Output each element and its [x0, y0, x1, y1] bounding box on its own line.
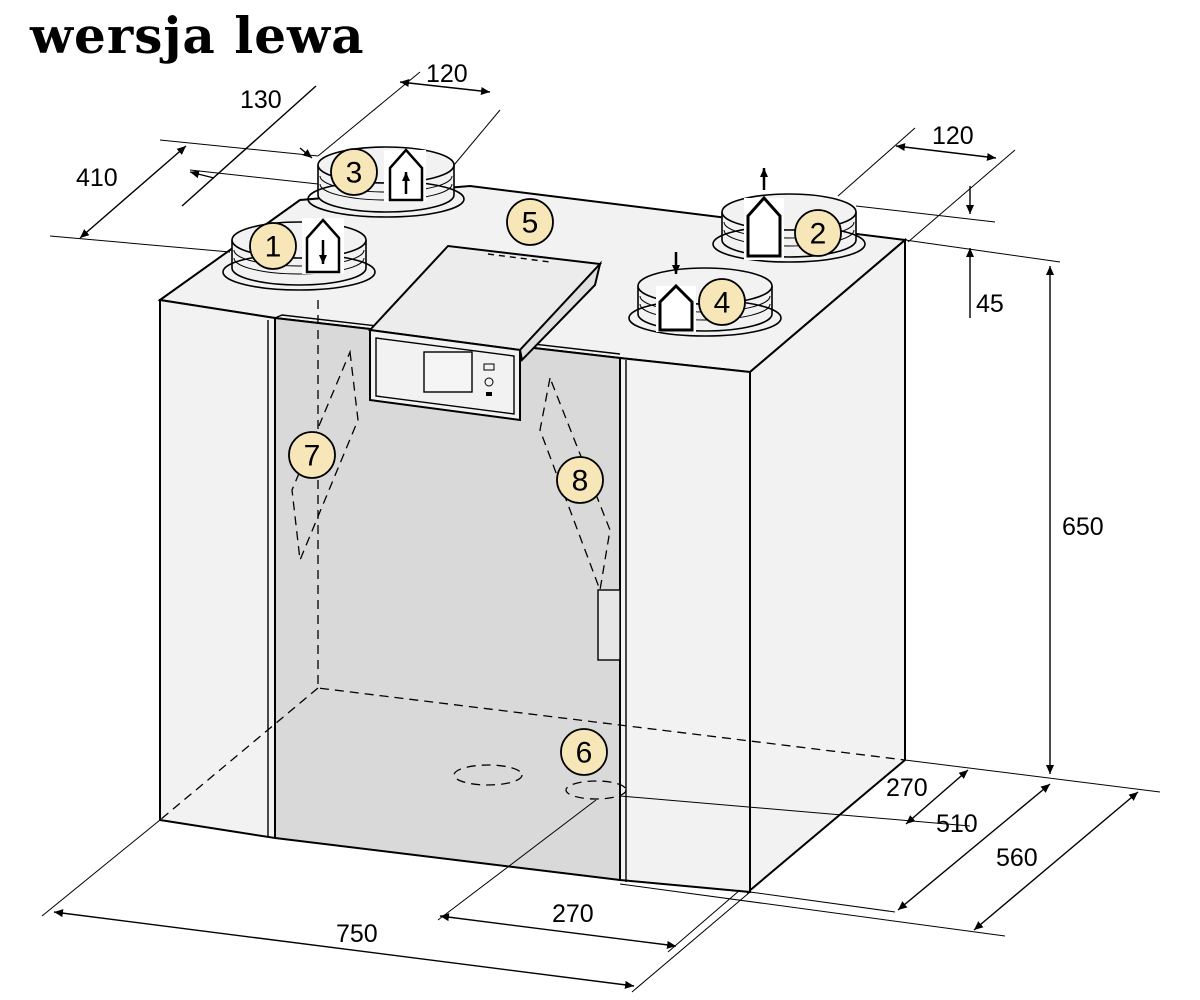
dim-650: 650 [1062, 513, 1104, 541]
badge-7: 7 [288, 431, 336, 479]
badge-3: 3 [330, 148, 378, 196]
dimension-lines-top-right [837, 127, 1061, 774]
intake-down-arrow-icon [656, 252, 696, 332]
badge-7-label: 7 [304, 440, 321, 473]
dim-560: 560 [996, 844, 1038, 872]
dim-270-bottom: 270 [552, 900, 594, 928]
dim-750: 750 [336, 920, 378, 948]
dimension-lines-bottom [41, 759, 1161, 993]
badge-1-label: 1 [265, 231, 282, 264]
badge-4: 4 [698, 278, 746, 326]
dim-45: 45 [976, 290, 1004, 318]
badge-4-label: 4 [714, 287, 731, 320]
badge-5: 5 [506, 198, 554, 246]
badge-8-label: 8 [572, 465, 589, 498]
dimension-lines-top-left [49, 71, 501, 253]
badge-5-label: 5 [522, 207, 539, 240]
badge-3-label: 3 [346, 157, 363, 190]
house-up-arrow-icon [384, 148, 426, 202]
exhaust-up-arrow-icon [744, 168, 784, 260]
page-title: wersja lewa [30, 6, 365, 65]
dim-510: 510 [936, 810, 978, 838]
dim-410: 410 [76, 164, 118, 192]
badge-8: 8 [556, 456, 604, 504]
badge-1: 1 [249, 222, 297, 270]
dim-270-right: 270 [886, 774, 928, 802]
dim-130: 130 [240, 86, 282, 114]
house-down-arrow-icon [302, 218, 344, 274]
hidden-edges [159, 300, 906, 821]
badge-2: 2 [794, 209, 842, 257]
dim-120-right: 120 [932, 122, 974, 150]
badge-6-label: 6 [576, 737, 593, 770]
dim-120-left: 120 [426, 60, 468, 88]
display-screen [423, 351, 473, 393]
badge-2-label: 2 [810, 218, 827, 251]
control-unit [367, 244, 603, 422]
badge-6: 6 [560, 728, 608, 776]
